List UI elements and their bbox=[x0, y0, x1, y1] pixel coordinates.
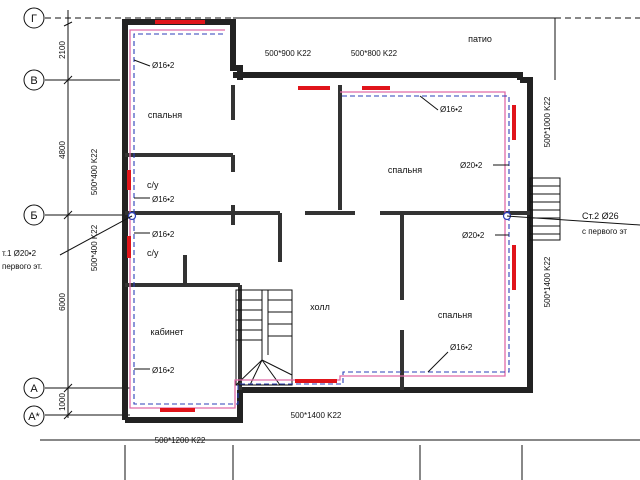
axis-label-b: Б bbox=[30, 210, 37, 222]
riser-1-sublabel: первого эт. bbox=[2, 262, 42, 271]
exterior-walls bbox=[122, 17, 561, 423]
radiator-label-left-2: 500*400 K22 bbox=[90, 224, 99, 271]
pipe-label-bath-2: Ø16•2 bbox=[152, 230, 175, 239]
radiator-label-top-2: 500*800 K22 bbox=[351, 49, 398, 58]
pipe-label-ne: Ø20•2 bbox=[460, 161, 483, 170]
staircase bbox=[235, 289, 293, 386]
riser-1-leader bbox=[59, 215, 133, 256]
axis-marker-g: Г bbox=[23, 7, 45, 29]
return-pipe bbox=[133, 33, 510, 405]
axis-label-g: Г bbox=[31, 13, 37, 25]
pipe-label-se: Ø16•2 bbox=[450, 343, 473, 352]
riser-2-leader bbox=[506, 215, 640, 226]
radiator-label-right-1: 500*1000 K22 bbox=[543, 96, 552, 147]
axis-marker-b: Б bbox=[23, 204, 45, 226]
radiators bbox=[127, 20, 516, 412]
axis-label-a-star: А* bbox=[28, 411, 40, 423]
axis-dim-4800: 4800 bbox=[58, 141, 67, 159]
pipe-label-bath-1: Ø16•2 bbox=[152, 195, 175, 204]
radiator-label-top-1: 500*900 K22 bbox=[265, 49, 312, 58]
room-label-bedroom-se: спальня bbox=[438, 310, 472, 320]
room-label-patio: патио bbox=[468, 34, 492, 44]
room-label-hall: холл bbox=[310, 302, 330, 312]
radiator-label-left-1: 500*400 K22 bbox=[90, 148, 99, 195]
pipe-label-office: Ø16•2 bbox=[152, 366, 175, 375]
riser-2-sublabel: с первого эт bbox=[582, 227, 627, 236]
pipe-label-ne-top: Ø16•2 bbox=[440, 105, 463, 114]
axis-dim-6000: 6000 bbox=[58, 293, 67, 311]
room-label-bedroom-nw: спальня bbox=[148, 110, 182, 120]
radiator-label-right-2: 500*1400 K22 bbox=[543, 256, 552, 307]
axis-marker-a: А bbox=[23, 377, 45, 399]
axis-dim-2100: 2100 bbox=[58, 41, 67, 59]
room-label-bath-2: с/у bbox=[147, 248, 159, 258]
room-label-bath-1: с/у bbox=[147, 180, 159, 190]
pipe-label-nw: Ø16•2 bbox=[152, 61, 175, 70]
riser-1-label: т.1 Ø20•2 bbox=[2, 249, 37, 258]
radiator-label-bottom-2: 500*1200 K22 bbox=[155, 436, 206, 445]
room-label-bedroom-ne: спальня bbox=[388, 165, 422, 175]
radiator-label-bottom-1: 500*1400 K22 bbox=[291, 411, 342, 420]
room-label-office: кабинет bbox=[150, 327, 183, 337]
axis-dim-1000: 1000 bbox=[58, 393, 67, 411]
axis-marker-a-star: А* bbox=[23, 405, 45, 427]
riser-2-label: Ст.2 Ø26 bbox=[582, 211, 619, 221]
pipe-label-right-mid: Ø20•2 bbox=[462, 231, 485, 240]
axis-marker-v: В bbox=[23, 69, 45, 91]
axis-label-v: В bbox=[30, 75, 37, 87]
axis-label-a: А bbox=[30, 383, 38, 395]
supply-pipe bbox=[129, 29, 506, 409]
east-steps bbox=[529, 177, 561, 241]
